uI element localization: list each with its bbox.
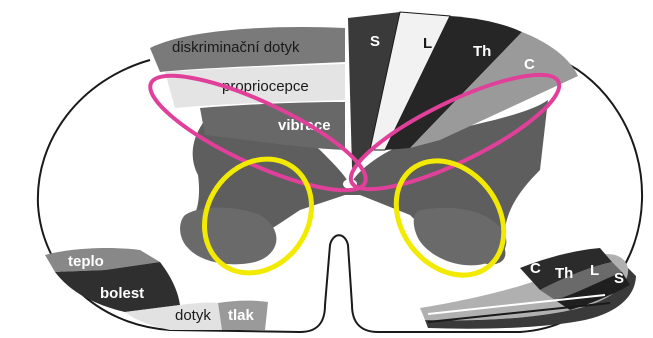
label-lateral-th: Th — [555, 265, 573, 282]
label-pain: bolest — [100, 285, 144, 302]
label-lateral-l: L — [590, 262, 599, 279]
label-proprioception: propriocepce — [222, 78, 309, 95]
label-lateral-c: C — [530, 260, 541, 277]
label-segment-c: C — [524, 56, 535, 73]
label-temperature: teplo — [68, 253, 104, 270]
label-touch: dotyk — [175, 307, 211, 324]
label-lateral-s: S — [614, 270, 624, 287]
label-segment-l: L — [423, 35, 432, 52]
label-pressure: tlak — [228, 307, 255, 324]
label-discriminative-touch: diskriminační dotyk — [172, 39, 300, 56]
label-segment-s: S — [370, 33, 380, 50]
label-segment-th: Th — [473, 43, 491, 60]
